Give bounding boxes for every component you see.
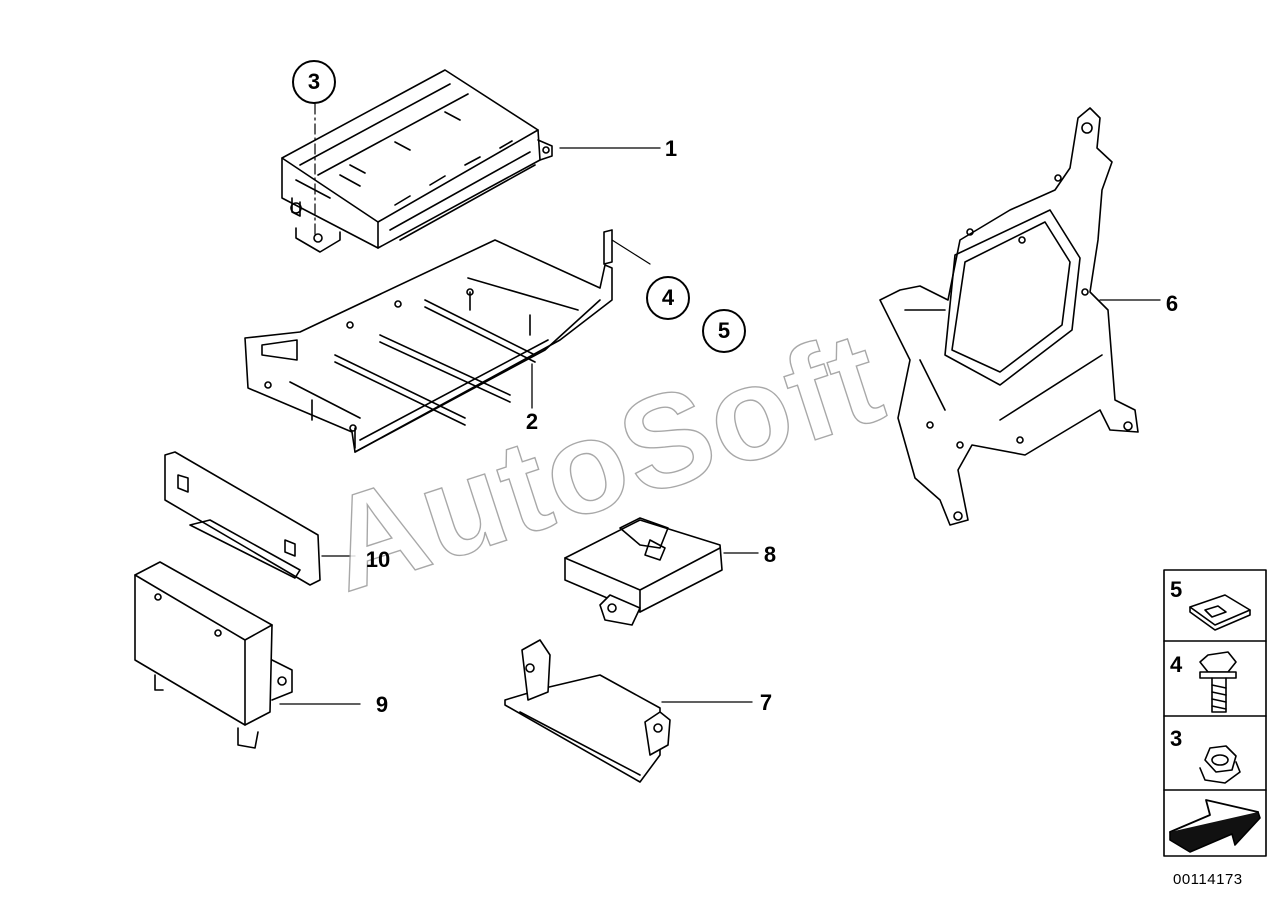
bubble-4: 4 <box>646 276 690 320</box>
legend-4: 4 <box>1170 652 1183 677</box>
callout-8: 8 <box>763 542 777 567</box>
part-1-control-module <box>281 69 661 253</box>
part-8-small-module <box>564 517 759 626</box>
legend-5: 5 <box>1170 577 1183 602</box>
arrow-icon <box>1169 799 1261 853</box>
callout-6: 6 <box>1165 291 1179 316</box>
part-6-mounting-bracket <box>879 107 1161 526</box>
bubble-5: 5 <box>702 309 746 353</box>
fastener-legend <box>1163 569 1267 857</box>
hex-nut-icon <box>1199 745 1241 784</box>
bubble-3: 3 <box>292 60 336 104</box>
part-2-bracket-tray <box>244 229 651 453</box>
part-10-plate-bracket <box>164 451 356 586</box>
callout-1: 1 <box>664 136 678 161</box>
callout-2: 2 <box>525 409 539 434</box>
part-9-antenna-module <box>134 561 361 749</box>
part-7-small-bracket <box>504 639 753 783</box>
callout-9: 9 <box>375 692 389 717</box>
legend-3: 3 <box>1170 726 1183 751</box>
bolt-icon <box>1199 651 1237 713</box>
diagram-number: 00114173 <box>1173 871 1243 888</box>
callout-10: 10 <box>365 547 391 572</box>
callout-7: 7 <box>759 690 773 715</box>
